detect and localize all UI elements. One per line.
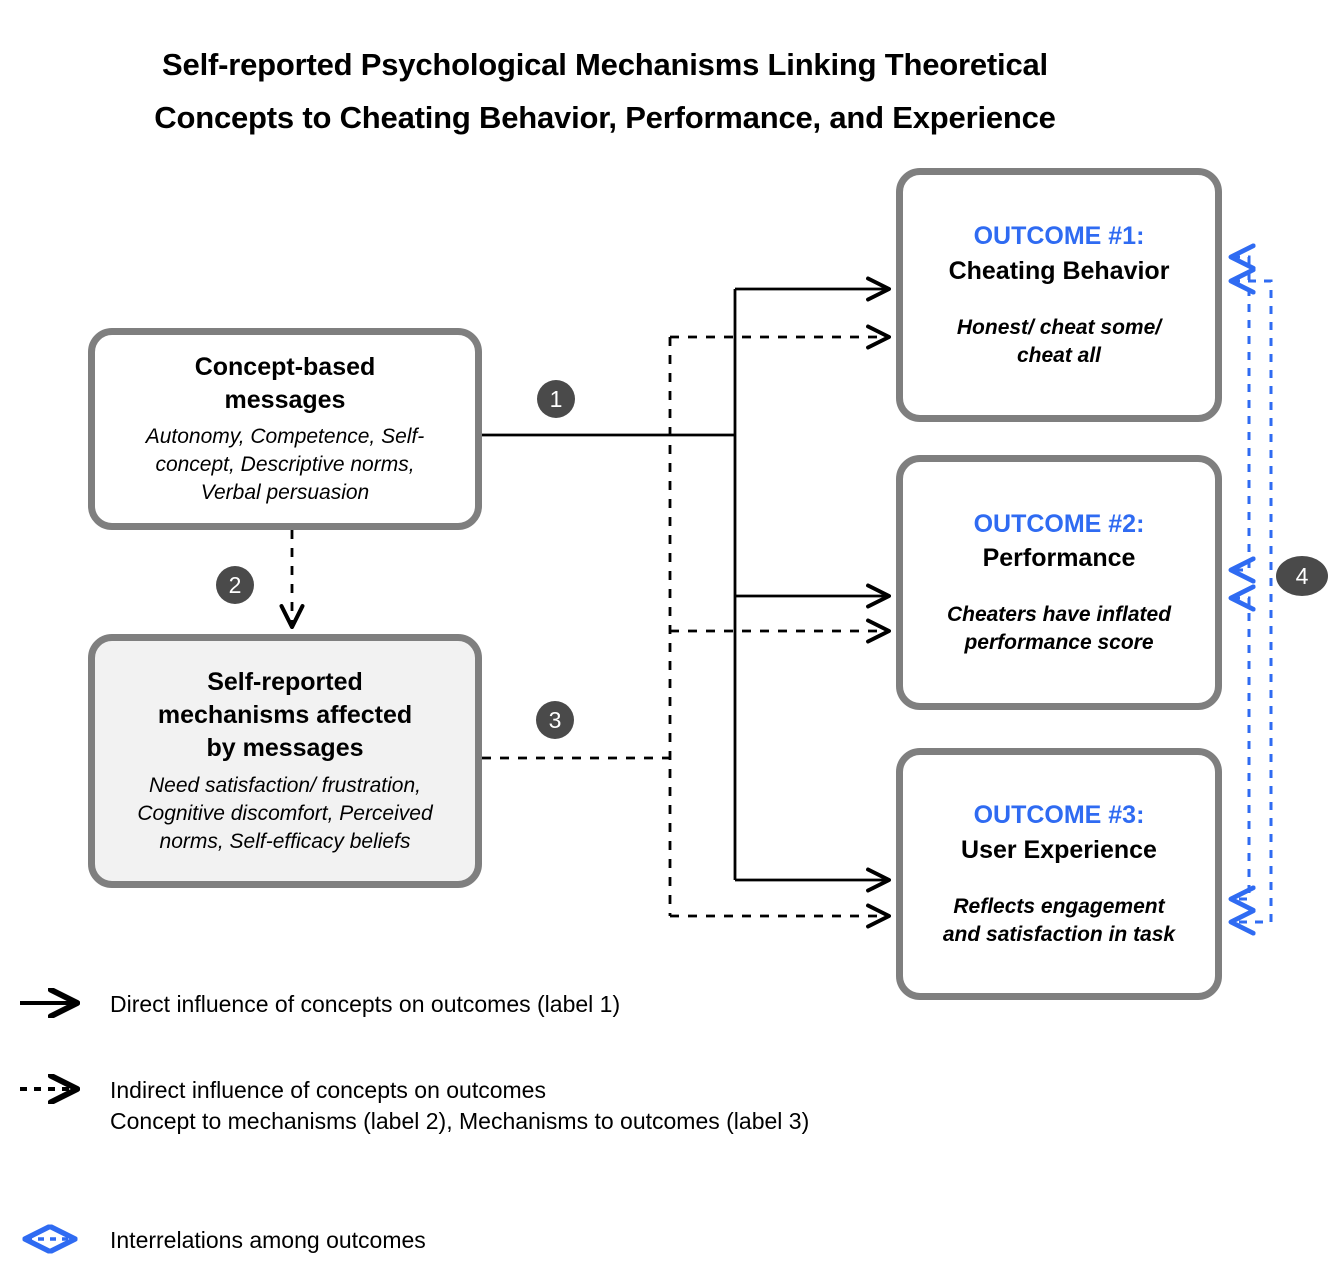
legend-row-indirect-influence-text: Indirect influence of concepts on outcom… [110,1074,1028,1136]
page-title: Self-reported Psychological Mechanisms L… [0,38,1210,145]
node-outcome-1-heading: Cheating Behavior [948,256,1170,285]
node-self-reported-mechanisms[interactable]: Self-reported mechanisms affected by mes… [88,634,482,888]
node-outcome-2-kicker: OUTCOME #2: [973,509,1145,538]
node-outcome-1-kicker: OUTCOME #1: [973,222,1145,250]
legend-row-indirect-line-2: Concept to mechanisms (label 2), Mechani… [110,1107,810,1134]
node-mechanisms-heading-line-3: by messages [206,734,364,763]
edge-mechanisms-to-outcomes-dashed [482,324,892,929]
solid-arrow-icon [20,988,96,1018]
legend-row-interrelations-text: Interrelations among outcomes [110,1227,426,1254]
node-outcome-3-heading: User Experience [961,835,1157,864]
node-mechanisms-detail-line-1: Need satisfaction/ frustration, [149,773,421,797]
connector-layer [279,0,1273,1170]
edge-interrelation-outcome1-outcome2 [1232,257,1249,570]
node-outcome-3-user-experience[interactable]: OUTCOME #3: User Experience Reflects eng… [896,748,1222,1000]
dashed-arrow-icon [20,1074,96,1104]
page-title-line-2: Concepts to Cheating Behavior, Performan… [154,100,1056,136]
edge-label-badge-3: 3 [536,701,574,739]
node-mechanisms-heading: Self-reported mechanisms affected by mes… [158,666,412,766]
node-outcome-3-detail-line-1: Reflects engagement [953,894,1165,918]
node-mechanisms-detail-line-3: norms, Self-efficacy beliefs [159,829,411,853]
node-mechanisms-heading-line-1: Self-reported [207,667,363,696]
edge-label-badge-4: 4 [1276,556,1328,596]
node-mechanisms-detail-line-2: Cognitive discomfort, Perceived [137,801,433,825]
node-concept-based-messages[interactable]: Concept-based messages Autonomy, Compete… [88,328,482,530]
legend-row-indirect-influence: Indirect influence of concepts on outcom… [18,1074,1028,1136]
node-concept-detail-line-3: Verbal persuasion [200,481,370,505]
edge-label-badge-2: 2 [216,566,254,604]
legend-row-indirect-line-1: Indirect influence of concepts on outcom… [110,1077,546,1103]
node-outcome-1-detail-line-1: Honest/ cheat some/ [956,315,1162,339]
edge-interrelation-outcome1-outcome3 [1232,281,1273,922]
node-concept-detail-line-1: Autonomy, Competence, Self- [145,425,425,449]
node-concept-heading-line-2: messages [224,385,346,414]
node-outcome-2-detail-line-1: Cheaters have inflated [946,603,1172,627]
legend-row-direct-influence: Direct influence of concepts on outcomes… [18,988,1028,1032]
node-outcome-2-detail: Cheaters have inflated performance score [947,601,1171,657]
page-title-line-1: Self-reported Psychological Mechanisms L… [162,47,1048,82]
legend-row-interrelations: Interrelations among outcomes [18,1224,1028,1268]
edge-concept-direct-solid [482,276,892,893]
node-concept-detail: Autonomy, Competence, Self- concept, Des… [146,423,425,507]
node-mechanisms-heading-line-2: mechanisms affected [157,701,413,730]
node-mechanisms-detail: Need satisfaction/ frustration, Cognitiv… [137,772,432,856]
node-outcome-3-detail: Reflects engagement and satisfaction in … [943,893,1175,949]
node-outcome-2-heading: Performance [982,544,1136,572]
legend-row-direct-influence-text: Direct influence of concepts on outcomes… [110,991,621,1017]
node-concept-heading: Concept-based messages [195,351,376,418]
node-outcome-3-kicker: OUTCOME #3: [973,801,1145,829]
node-outcome-3-detail-line-2: and satisfaction in task [942,922,1176,946]
node-outcome-2-detail-line-2: performance score [964,631,1154,655]
node-concept-heading-line-1: Concept-based [194,352,376,381]
node-outcome-1-detail: Honest/ cheat some/ cheat all [957,314,1161,370]
node-outcome-1-cheating-behavior[interactable]: OUTCOME #1: Cheating Behavior Honest/ ch… [896,168,1222,422]
edge-label-badge-1: 1 [537,380,575,418]
diagram-canvas: Self-reported Psychological Mechanisms L… [0,0,1328,1170]
edge-interrelation-outcome2-outcome3 [1232,598,1249,899]
node-outcome-1-detail-line-2: cheat all [1016,343,1102,367]
blue-dashed-double-arrow-icon [18,1224,96,1254]
node-concept-detail-line-2: concept, Descriptive norms, [155,453,415,477]
legend: Direct influence of concepts on outcomes… [18,988,1028,1138]
node-outcome-2-performance[interactable]: OUTCOME #2: Performance Cheaters have in… [896,455,1222,710]
